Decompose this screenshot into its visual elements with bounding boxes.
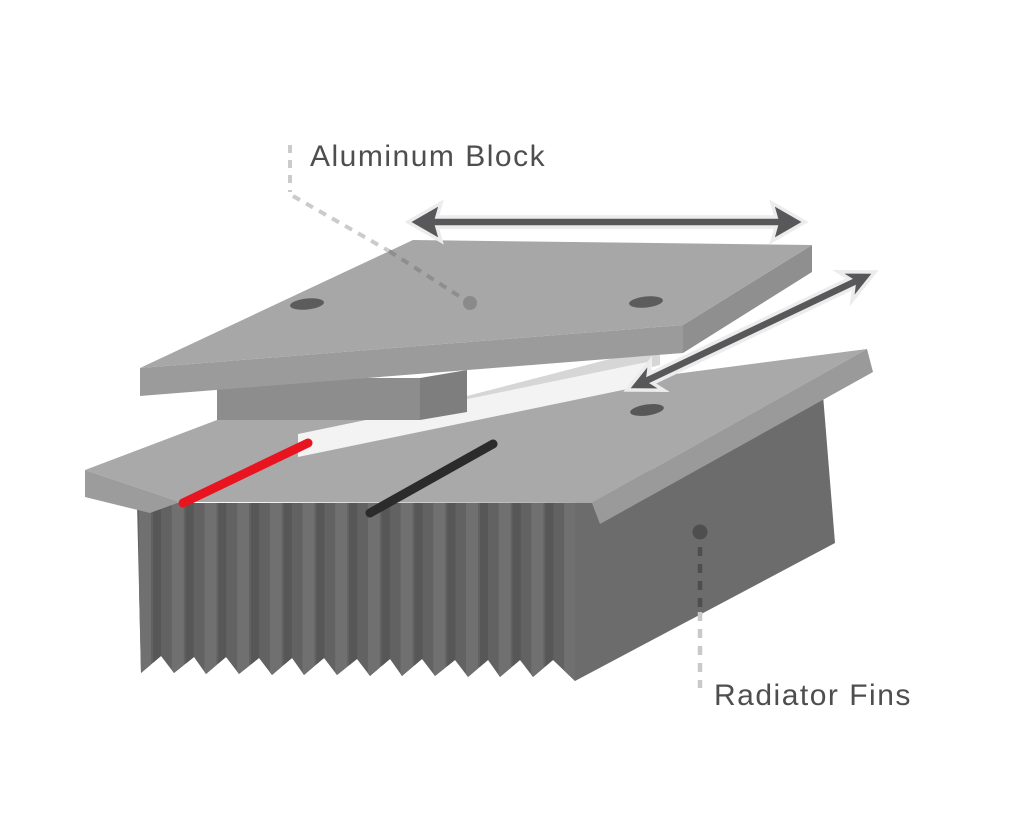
radiator-base-plate xyxy=(85,349,873,524)
leader-endpoint-dot xyxy=(463,296,477,310)
block-mounting-hole-left xyxy=(290,298,324,310)
negative-wire xyxy=(365,439,498,518)
base-plate-top-face xyxy=(85,349,867,503)
aluminum-block-label: Aluminum Block xyxy=(310,140,546,173)
wires xyxy=(178,438,498,518)
radiator-fin-block xyxy=(137,395,835,681)
fin-ridges xyxy=(139,503,575,681)
peltier-module xyxy=(298,346,660,457)
peltier-white-strip xyxy=(298,361,652,457)
depth-dimension-arrow xyxy=(623,270,879,392)
positive-wire xyxy=(178,438,313,508)
leader-dash-diagonal-light xyxy=(292,194,390,253)
fin-block-right-face xyxy=(575,395,835,681)
leader-endpoint-dot xyxy=(692,524,708,540)
width-dimension-arrow xyxy=(404,199,809,245)
block-pedestal-right-face xyxy=(420,370,467,420)
block-right-face xyxy=(683,245,812,353)
block-mounting-hole-right xyxy=(629,296,663,308)
radiator-fins-label: Radiator Fins xyxy=(714,679,912,712)
radiator-fins-leader xyxy=(692,524,708,688)
block-front-face xyxy=(140,325,683,396)
base-plate-right-edge-face xyxy=(592,349,873,524)
base-plate-left-edge-face xyxy=(85,470,180,513)
base-plate-mounting-hole xyxy=(630,404,664,416)
block-pedestal-front-face xyxy=(217,378,420,420)
aluminum-block-leader xyxy=(288,145,477,310)
